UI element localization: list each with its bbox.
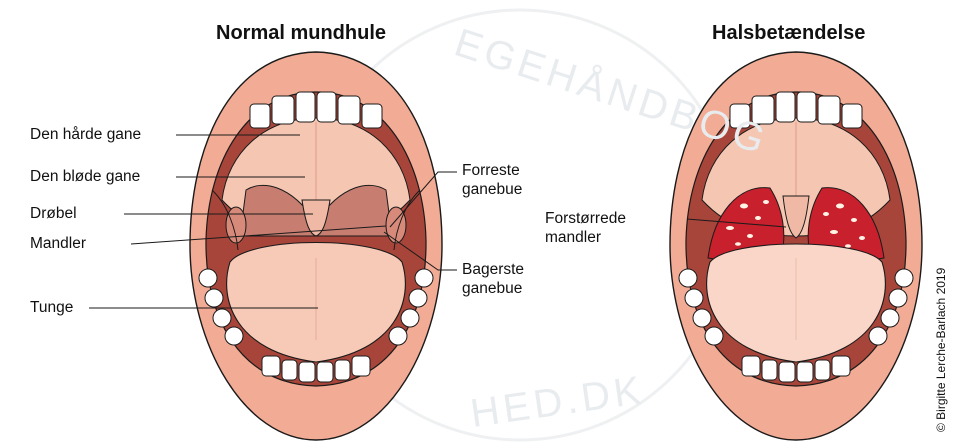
infected-upper-teeth [729,91,863,129]
label-front-arch-2: ganebue [462,181,523,198]
copyright: © Birgitte Lerche-Barlach 2019 [934,267,948,432]
label-rear-arch-1: Bagerste [462,261,525,278]
title-normal: Normal mundhule [216,22,387,44]
normal-tonsil-left [225,206,247,244]
leader-enlarged-tonsils [686,218,787,228]
label-hard-palate: Den hårde gane [30,126,142,143]
leader-front-arch [389,171,457,228]
normal-arch-right [393,189,421,251]
pus-spots [726,200,865,248]
label-enlarged-tonsils-2: mandler [545,229,601,246]
normal-tonsil-right [385,206,407,244]
infected-mouth [669,51,923,441]
normal-upper-teeth [249,91,383,129]
label-tongue: Tunge [30,299,74,316]
normal-lower-teeth [198,268,434,383]
label-rear-arch-2: ganebue [462,280,523,297]
normal-uvula [301,199,331,237]
label-enlarged-tonsils-1: Forstørrede [545,210,626,227]
label-tonsils: Mandler [30,235,86,252]
label-soft-palate: Den bløde gane [30,168,141,185]
infected-lower-teeth [678,268,914,383]
leader-rear-arch [383,231,457,271]
title-infected: Halsbetændelse [712,22,866,44]
infected-uvula [782,195,810,239]
leader-tonsils [130,225,387,245]
normal-arch-left [211,189,239,251]
label-front-arch-1: Forreste [462,162,520,179]
label-uvula: Drøbel [30,205,77,222]
normal-mouth [189,51,443,441]
leader-lines [89,134,787,309]
